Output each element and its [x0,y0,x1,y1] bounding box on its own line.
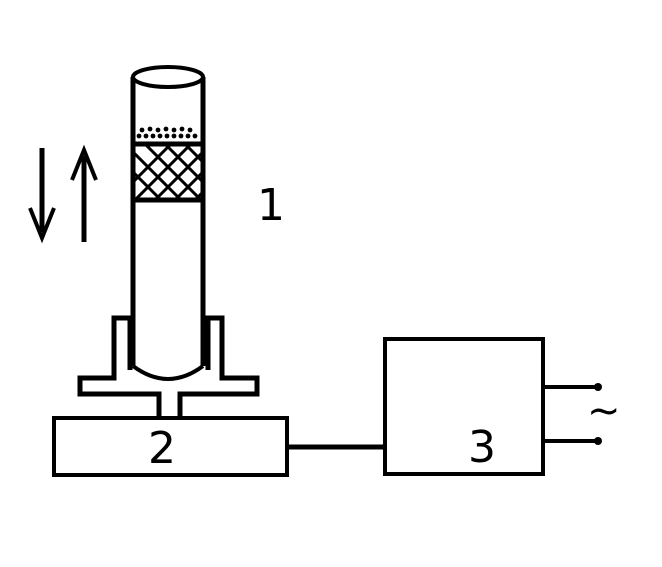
base-unit-label: 2 [148,423,176,474]
particle-layer [136,126,198,139]
tube-label: 1 [257,180,285,231]
tube-top-opening [131,65,205,89]
up-arrow-icon [70,144,98,242]
tube-bottom [131,364,205,381]
mesh-section [133,141,203,203]
supply-box [383,337,545,476]
tube-holder [77,315,260,418]
terminal-dot [594,437,602,445]
supply-box-label: 3 [468,422,496,473]
terminal-dot [594,383,602,391]
base-unit [52,416,289,477]
output-terminals [543,383,602,445]
ac-symbol: ~ [587,388,621,434]
down-arrow-icon [28,148,56,244]
motion-arrows [28,144,98,244]
tube [130,65,206,381]
connecting-wire [287,443,389,451]
